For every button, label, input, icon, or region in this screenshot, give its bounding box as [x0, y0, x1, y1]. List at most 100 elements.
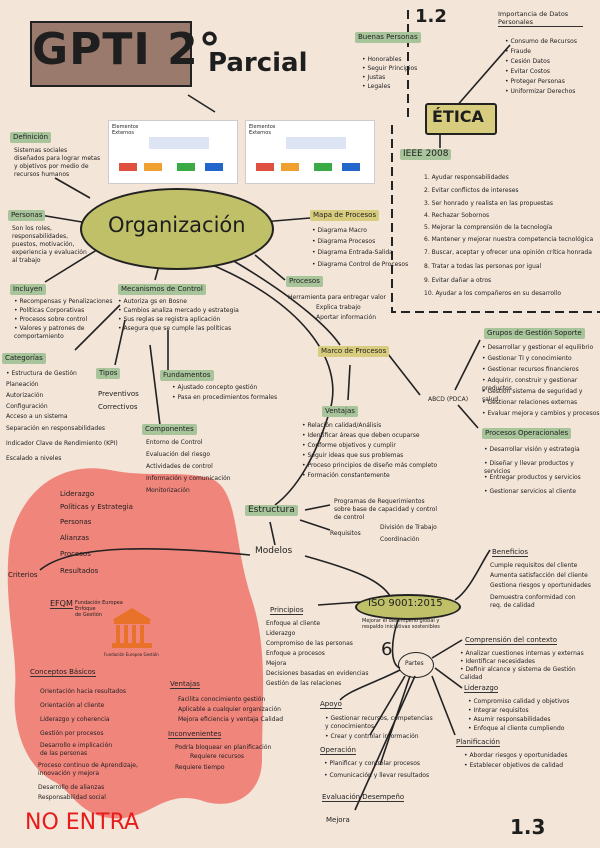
principios-item-3: Enfoque a procesos [266, 650, 325, 658]
efqm-ventajas-item-1: Aplicable a cualquier organización [178, 706, 281, 714]
ieee-item-7: 8. Tratar a todas las personas por igual [424, 263, 541, 271]
operacionales-item-0: • Desarrollar visión y estrategia [484, 446, 580, 454]
ieee-item-1: 2. Evitar conflictos de intereses [424, 187, 519, 195]
procesos-operacionales-label: Procesos Operacionales [482, 428, 571, 439]
operacionales-item-2: • Entregar productos y servicios [484, 474, 581, 482]
excluded-item-1: Políticas y Estrategia [60, 503, 133, 511]
buenas-item-0: • Honorables [362, 56, 402, 64]
excluded-item-3: Alianzas [60, 534, 89, 542]
beneficios-item-2: Gestiona riesgos y oportunidades [490, 582, 591, 590]
link-marco-abcd [388, 354, 420, 395]
slide-a-block-blue [205, 163, 223, 171]
principios-item-2: Compromiso de las personas [266, 640, 353, 648]
grupos-soporte-label: Grupos de Gestión Soporte [484, 328, 585, 339]
inconvenientes-title: Inconvenientes [168, 730, 221, 739]
categorias-item-0: • Estructura de Gestión [6, 370, 77, 378]
efqm-ventajas-item-2: Mejora eficiencia y ventaja Calidad [178, 716, 283, 724]
operacion-item-1: • Comunicación y llevar resultados [324, 772, 429, 780]
iso-title: ISO 9001:2015 [368, 597, 443, 611]
link-marco [232, 260, 340, 345]
beneficios-title: Beneficios [492, 548, 528, 557]
iso-subtitle: Mejorar el desempeño global y respaldo i… [362, 618, 440, 630]
conceptos-item-2: Liderazgo y coherencia [40, 716, 110, 724]
personas-label: Personas [8, 210, 45, 221]
procesos-item-0: Herramienta para entregar valor [288, 294, 386, 302]
tipos-item-0: Preventivos [98, 390, 139, 398]
mapa-item-3: • Diagrama Control de Procesos [312, 261, 408, 269]
tipos-item-1: Correctivos [98, 403, 138, 411]
page-subtitle: Parcial [208, 48, 308, 78]
personas-text: Son los roles, responsabilidades, puesto… [12, 225, 87, 265]
ventajas-marco-item-4: • Proceso principios de diseño más compl… [302, 462, 437, 470]
categorias-label: Categorías [2, 353, 46, 364]
efqm-ventajas-title: Ventajas [170, 680, 200, 689]
link-partes-plan [432, 676, 455, 735]
abcd-label: ABCD (PDCA) [428, 396, 468, 404]
ventajas-marco-item-2: • Conforme objetivos y cumplir [302, 442, 396, 450]
incluyen-item-2: • Procesos sobre control [14, 316, 87, 324]
slide-b-block-green [314, 163, 332, 171]
inconvenientes-item-1: Requiere recursos [190, 753, 244, 761]
conceptos-item-0: Orientación hacia resultados [40, 688, 126, 696]
slide-a-title: Elementos Externos [112, 124, 138, 136]
page-title: GPTI 2° [32, 25, 222, 75]
slide-a-block-orange [144, 163, 162, 171]
conceptos-item-5: Proceso continuo de Aprendizaje, innovac… [38, 762, 138, 778]
link-modelos-iso [305, 556, 390, 596]
categorias-item-5: Separación en responsabilidades [6, 425, 105, 433]
efqm-title: EFQM [50, 600, 73, 609]
comprension-item-1: • Identificar necesidades [460, 658, 535, 666]
slide-b-block-blue [342, 163, 360, 171]
link-estructura-modelos [270, 522, 275, 545]
excluded-item-5: Resultados [60, 567, 98, 575]
mapa-item-1: • Diagrama Procesos [312, 238, 375, 246]
link-estructura-prog [305, 505, 330, 510]
planificacion-item-1: • Establecer objetivos de calidad [464, 762, 563, 770]
definicion-text: Sistemas sociales diseñados para lograr … [14, 147, 100, 179]
link-marco-ventajas [348, 365, 350, 400]
procesos-item-1: Explica trabajo [316, 304, 361, 312]
componentes-item-0: Entorno de Control [146, 439, 202, 447]
principios-item-1: Liderazgo [266, 630, 295, 638]
ieee-item-0: 1. Ayudar responsabilidades [424, 174, 509, 182]
planificacion-item-0: • Abordar riesgos y oportunidades [464, 752, 568, 760]
link-importancia [455, 45, 510, 108]
mapa-item-2: • Diagrama Entrada-Salida [312, 249, 393, 257]
no-entra-label: NO ENTRA [25, 810, 139, 836]
conceptos-title: Conceptos Básicos [30, 668, 96, 677]
efqm-ventajas-item-0: Facilita conocimiento gestión [178, 696, 265, 704]
operacionales-item-3: • Gestionar servicios al cliente [484, 488, 576, 496]
liderazgo-item-3: • Enfoque al cliente cumpliendo [468, 725, 564, 733]
mapa-procesos-label: Mapa de Procesos [310, 210, 379, 221]
excluded-item-2: Personas [60, 518, 91, 526]
mecanismos-item-0: • Autoriza gs en Bosne [118, 298, 187, 306]
importancia-item-0: • Consumo de Recursos [505, 38, 577, 46]
grupos-item-6: • Evaluar mejora y cambios y procesos [482, 410, 600, 418]
fundamentos-item-1: • Pasa en procedimientos formales [172, 394, 277, 402]
section-number-bottom: 1.3 [510, 815, 545, 839]
comprension-item-0: • Analizar cuestiones internas y externa… [460, 650, 584, 658]
incluyen-label: Incluyen [10, 284, 46, 295]
link-partes-lider [435, 668, 462, 688]
excluded-item-4: Procesos [60, 550, 91, 558]
componentes-item-3: Información y comunicación [146, 475, 231, 483]
importancia-item-1: • Fraude [505, 48, 531, 56]
buenas-personas-label: Buenas Personas [355, 32, 421, 43]
categorias-item-2: Autorización [6, 392, 43, 400]
comprension-item-2: • Definir alcance y sistema de Gestión C… [460, 666, 600, 682]
principios-item-5: Decisiones basadas en evidencias [266, 670, 368, 678]
link-partes-comp [432, 640, 462, 658]
operacion-item-0: • Planificar y controlar procesos [324, 760, 420, 768]
requisitos-label: Requisitos [330, 530, 361, 538]
requisitos-item-1: Coordinación [380, 536, 419, 544]
importancia-item-2: • Cesión Datos [505, 58, 550, 66]
slide-b-title: Elementos Externos [249, 124, 275, 136]
inconvenientes-item-0: Podría bloquear en planificación [175, 744, 271, 752]
conceptos-item-3: Gestión por procesos [40, 730, 103, 738]
apoyo-title: Apoyo [320, 700, 342, 709]
categorias-item-7: Escalado a niveles [6, 455, 61, 463]
estructura-label: Estructura [245, 505, 298, 516]
definicion-label: Definición [10, 132, 51, 143]
link-componentes [150, 345, 160, 425]
ieee-item-9: 10. Ayudar a los compañeros en su desarr… [424, 290, 561, 298]
